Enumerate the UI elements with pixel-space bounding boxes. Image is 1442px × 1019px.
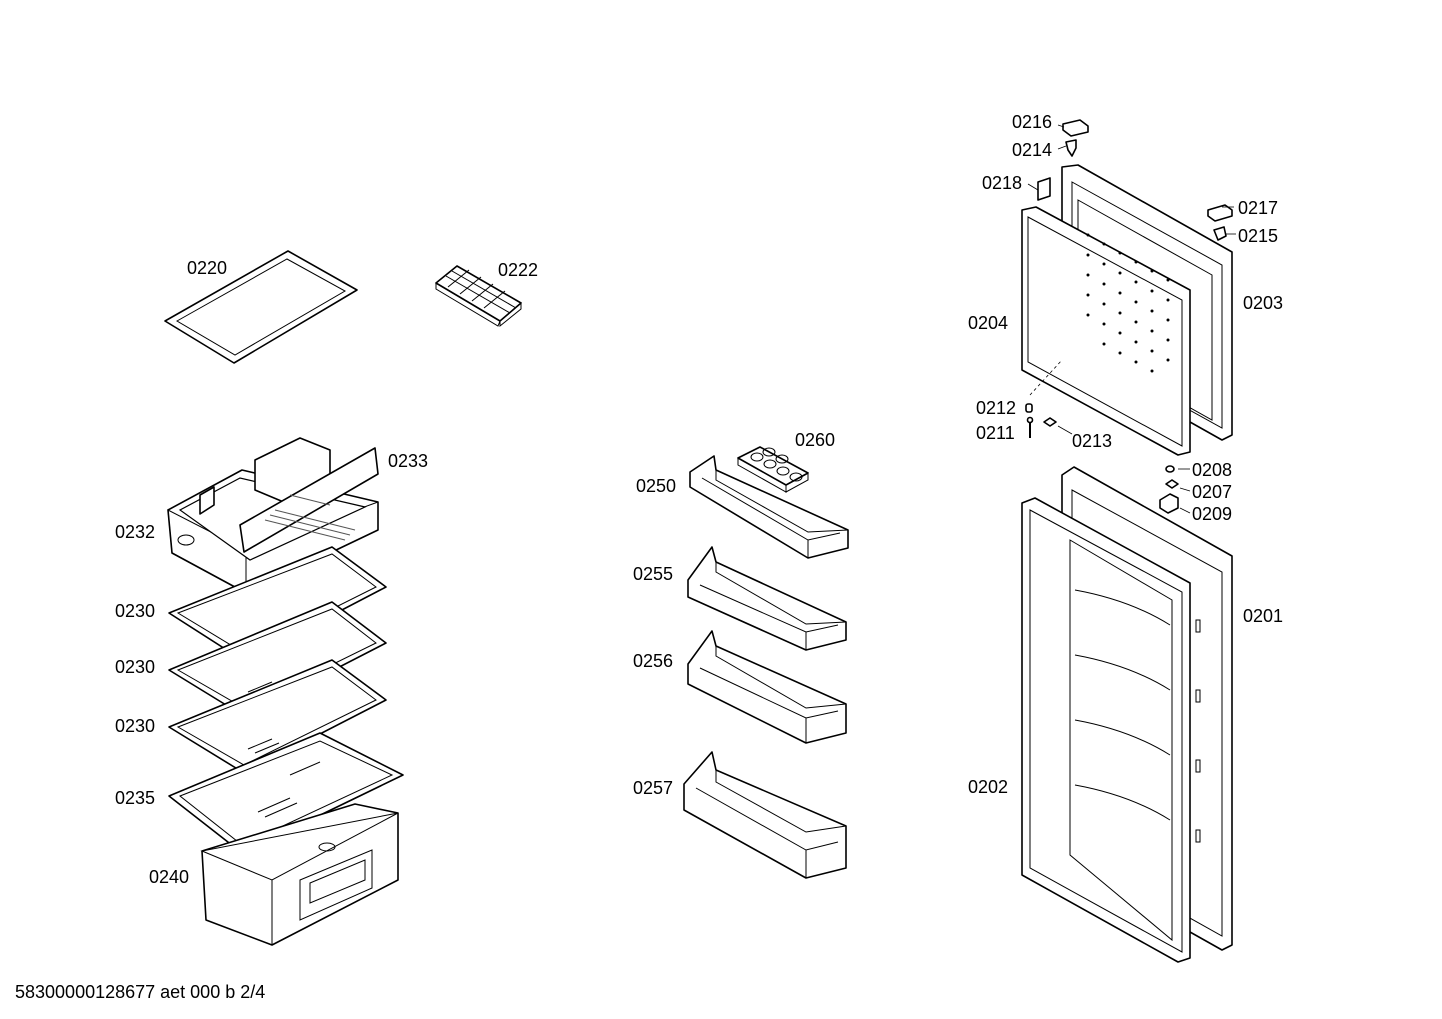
label-0217: 0217	[1238, 198, 1278, 218]
part-0214-hinge	[1065, 139, 1077, 157]
callout-labels: 0216 0214 0218 0217 0215 0203 0204 0212 …	[115, 112, 1283, 887]
part-0250-door-bin	[689, 455, 849, 559]
part-0207-screw	[1165, 479, 1179, 489]
label-0257: 0257	[633, 778, 673, 798]
part-0230-shelf-2	[168, 601, 387, 717]
part-0202-fridge-gasket	[1021, 497, 1201, 963]
part-0215-hinge	[1213, 226, 1227, 241]
label-0215: 0215	[1238, 226, 1278, 246]
part-0216-cap	[1062, 119, 1089, 137]
label-0216: 0216	[1012, 112, 1052, 132]
label-0209: 0209	[1192, 504, 1232, 524]
label-0204: 0204	[968, 313, 1008, 333]
label-0233: 0233	[388, 451, 428, 471]
part-0220-tray	[164, 250, 358, 364]
label-0203: 0203	[1243, 293, 1283, 313]
label-0250: 0250	[636, 476, 676, 496]
document-footer: 58300000128677 aet 000 b 2/4	[15, 982, 265, 1002]
label-0222: 0222	[498, 260, 538, 280]
label-0207: 0207	[1192, 482, 1232, 502]
part-0212-bushing	[1025, 403, 1033, 413]
label-0232: 0232	[115, 522, 155, 542]
part-0235-shelf	[168, 732, 404, 854]
label-0214: 0214	[1012, 140, 1052, 160]
label-0235: 0235	[115, 788, 155, 808]
part-0232-drawer	[167, 437, 379, 594]
part-0211-pin	[1026, 416, 1034, 438]
label-0208: 0208	[1192, 460, 1232, 480]
label-0230-2: 0230	[115, 657, 155, 677]
label-0220: 0220	[187, 258, 227, 278]
label-0201: 0201	[1243, 606, 1283, 626]
part-0255-door-bin	[687, 546, 847, 651]
part-0208-washer	[1165, 465, 1175, 473]
part-0230-shelf-3	[168, 659, 387, 774]
part-0240-crisper	[200, 803, 399, 946]
label-0256: 0256	[633, 651, 673, 671]
part-0222-ice-tray	[435, 265, 522, 328]
label-0211: 0211	[976, 423, 1015, 443]
part-0209-hinge	[1159, 493, 1179, 514]
part-0256-door-bin	[687, 630, 847, 744]
label-0230-3: 0230	[115, 716, 155, 736]
label-0218: 0218	[982, 173, 1022, 193]
label-0213: 0213	[1072, 431, 1112, 451]
part-0260-egg-tray	[737, 446, 809, 493]
label-0255: 0255	[633, 564, 673, 584]
label-0202: 0202	[968, 777, 1008, 797]
part-0218-plate	[1037, 177, 1051, 201]
label-0240: 0240	[149, 867, 189, 887]
label-0230-1: 0230	[115, 601, 155, 621]
part-0204-freezer-gasket	[1021, 206, 1191, 456]
part-0213-screw	[1043, 417, 1057, 427]
label-0260: 0260	[795, 430, 835, 450]
part-0257-door-bin	[683, 751, 847, 879]
part-0217-cap	[1207, 204, 1233, 222]
label-0212: 0212	[976, 398, 1016, 418]
